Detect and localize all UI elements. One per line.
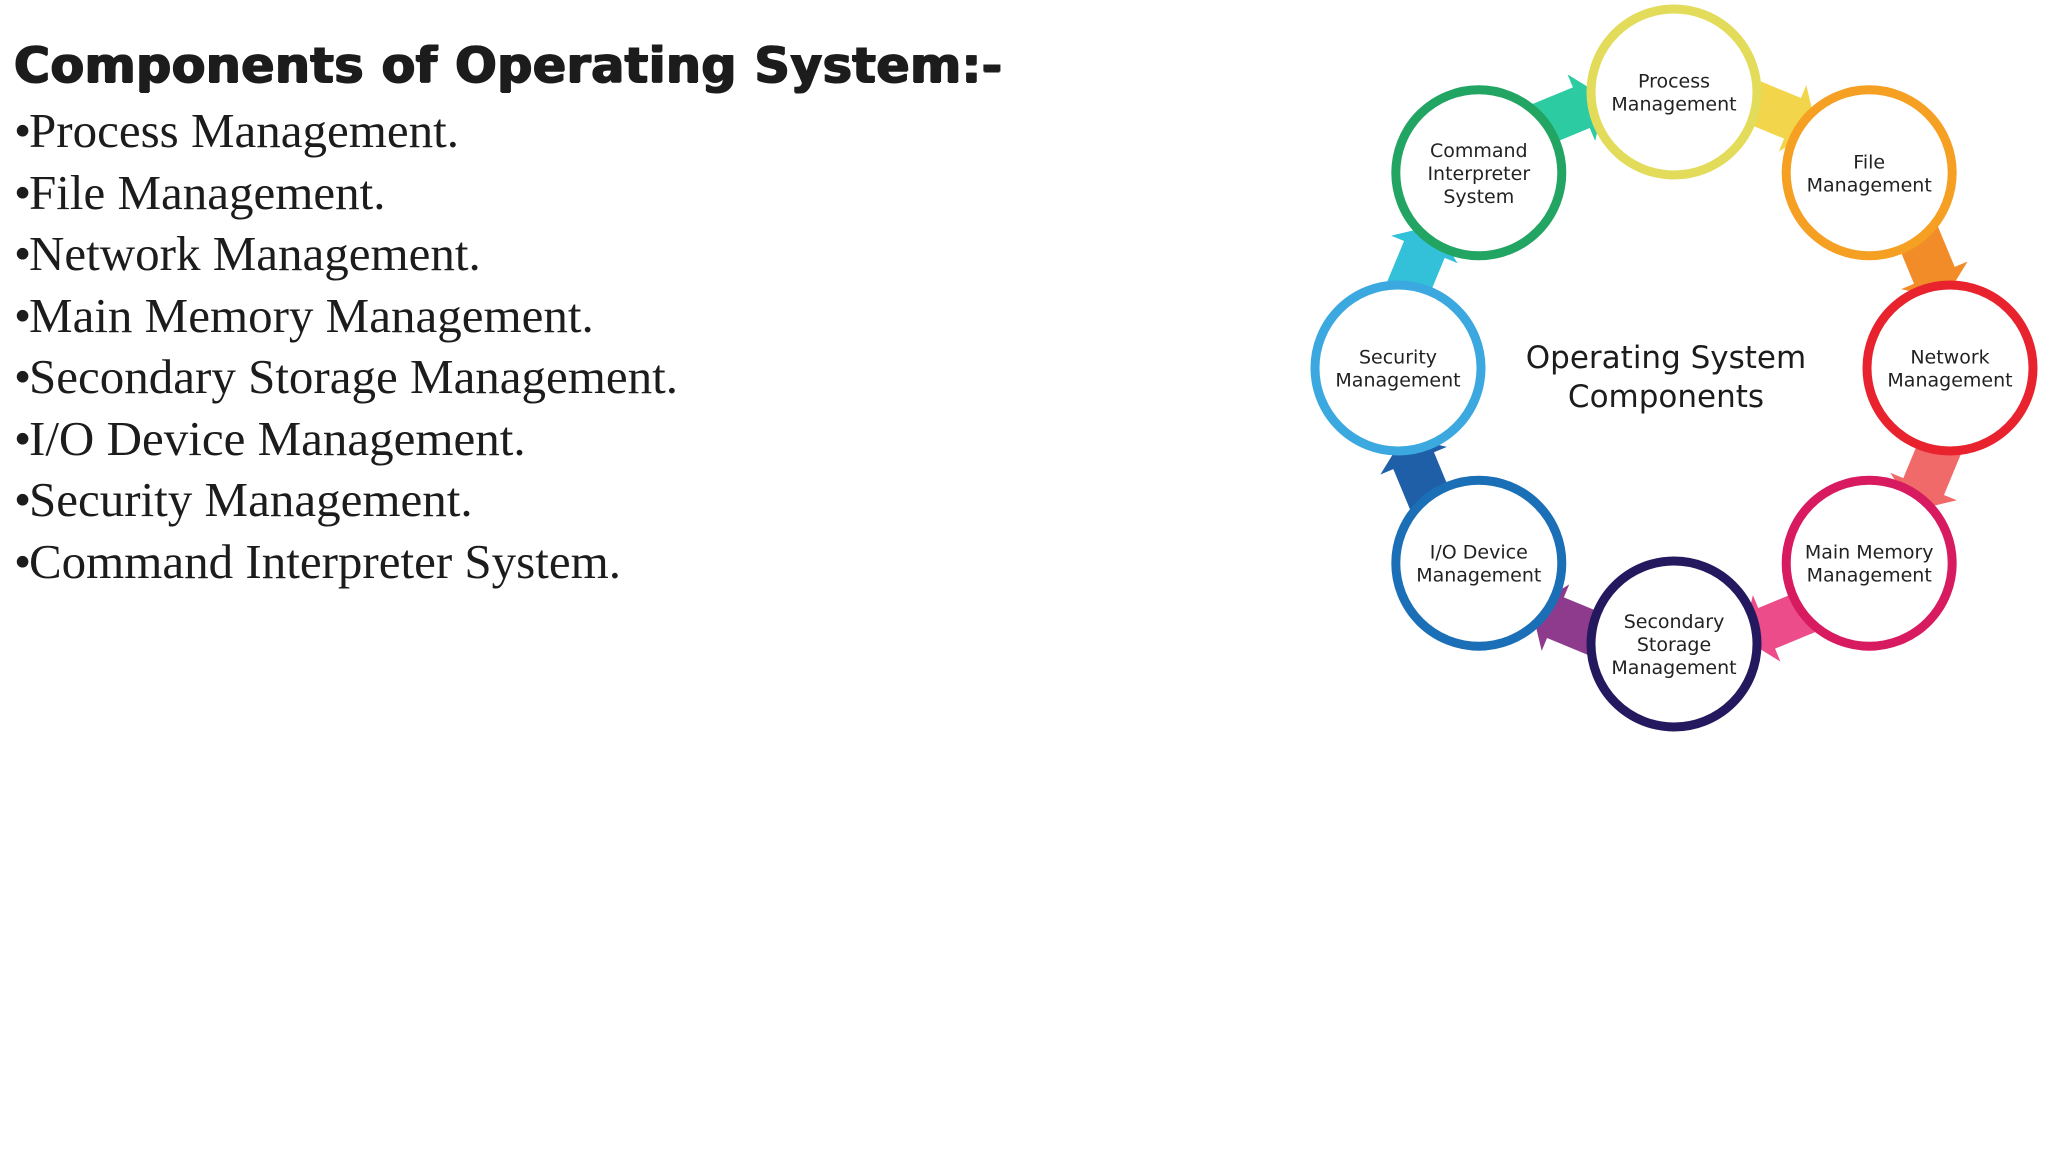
bullet-marker: •: [14, 287, 32, 343]
component-node-label: Network: [1910, 347, 1989, 369]
component-node-ring: [1391, 85, 1567, 261]
component-node-label: Main Memory: [1805, 542, 1934, 564]
component-node-label: Management: [1807, 565, 1932, 587]
component-node-label: Storage: [1637, 634, 1711, 656]
slide-title: Components of Operating System:-: [14, 37, 1003, 94]
component-node-label: Process: [1638, 71, 1710, 93]
list-item: •Command Interpreter System.: [14, 531, 1254, 593]
list-item: •Security Management.: [14, 469, 1254, 531]
component-node-label: Command: [1430, 140, 1528, 162]
bullet-marker: •: [14, 533, 32, 589]
bullet-marker: •: [14, 472, 32, 527]
center-label-line-2: Components: [1568, 379, 1764, 415]
list-item: •I/O Device Management.: [14, 408, 1254, 470]
component-node-label: System: [1443, 186, 1514, 208]
list-item-text: File Management.: [29, 164, 386, 220]
center-label-line-1: Operating System: [1526, 340, 1806, 376]
component-list: •Process Management. •File Management. •…: [14, 100, 1254, 592]
list-item-text: Security Management.: [29, 472, 473, 527]
bullet-marker: •: [14, 164, 32, 220]
component-node-label: Management: [1807, 174, 1932, 196]
component-node-ring: [1781, 475, 1957, 651]
slide-text-panel: Components of Operating System:- •Proces…: [14, 34, 1254, 592]
list-item: •Main Memory Management.: [14, 285, 1254, 347]
list-item-text: Main Memory Management.: [29, 287, 594, 343]
center-label: Operating System Components: [1526, 340, 1806, 415]
list-item-text: Secondary Storage Management.: [29, 349, 679, 404]
component-node-label: Secondary: [1624, 611, 1725, 633]
bullet-marker: •: [14, 410, 32, 466]
list-item: •File Management.: [14, 162, 1254, 224]
component-node-label: Management: [1887, 370, 2012, 392]
component-node-ring: [1862, 280, 2038, 456]
component-node-ring: [1586, 556, 1762, 732]
nodes-layer: ProcessManagementFileManagementNetworkMa…: [1310, 4, 2038, 732]
list-item-text: Command Interpreter System.: [29, 533, 621, 589]
component-node-ring: [1586, 4, 1762, 180]
component-node-label: Management: [1611, 94, 1736, 116]
component-node-ring: [1391, 475, 1567, 651]
list-item-text: Network Management.: [29, 226, 481, 281]
cycle-diagram-svg: ProcessManagementFileManagementNetworkMa…: [1310, 4, 2038, 732]
component-node-label: Security: [1359, 347, 1437, 369]
bullet-marker: •: [14, 226, 32, 281]
list-item: •Secondary Storage Management.: [14, 346, 1254, 408]
component-node-label: Management: [1611, 657, 1736, 679]
component-node-label: Management: [1416, 565, 1541, 587]
list-item: •Process Management.: [14, 100, 1254, 162]
list-item-text: Process Management.: [29, 103, 459, 158]
component-node-label: I/O Device: [1430, 542, 1528, 564]
component-node-label: File: [1853, 151, 1885, 173]
list-item: •Network Management.: [14, 223, 1254, 285]
bullet-marker: •: [14, 349, 32, 404]
component-node-ring: [1781, 85, 1957, 261]
component-node-ring: [1310, 280, 1486, 456]
component-node-label: Interpreter: [1427, 163, 1530, 185]
list-item-text: I/O Device Management.: [29, 410, 526, 466]
component-node-label: Management: [1335, 370, 1460, 392]
bullet-marker: •: [14, 103, 32, 158]
